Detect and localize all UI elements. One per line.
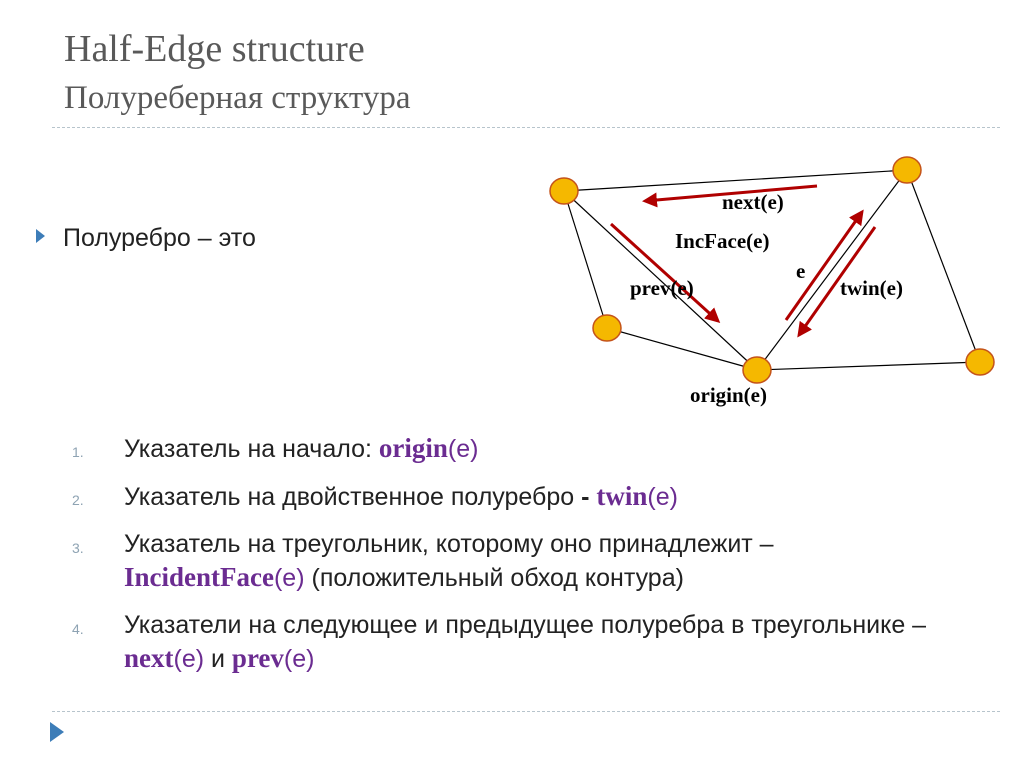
- slide-title: Half-Edge structure: [64, 28, 365, 70]
- mesh-vertices: [549, 156, 995, 384]
- list-item: 4. Указатели на следующее и предыдущее п…: [72, 609, 932, 676]
- vertex: [892, 156, 922, 184]
- item-text: Указатель на треугольник, которому оно п…: [124, 530, 774, 558]
- bullet-text: Полуребро – это: [63, 224, 256, 252]
- mesh-edge: [756, 169, 908, 371]
- mesh-edge: [906, 169, 981, 363]
- label-e: e: [796, 259, 805, 283]
- label-next: next(e): [722, 190, 784, 214]
- label-prev: prev(e): [630, 276, 694, 300]
- keyword-arg: (e): [283, 645, 315, 673]
- keyword-next: next: [124, 643, 174, 673]
- list-number: 4.: [72, 621, 84, 637]
- keyword-origin: origin: [378, 433, 448, 463]
- list-number: 2.: [72, 492, 84, 508]
- item-dash: -: [581, 483, 597, 511]
- list-number: 1.: [72, 444, 84, 460]
- keyword-arg: (e): [173, 645, 205, 673]
- bullet-item: Полуребро – это: [36, 222, 256, 254]
- next-slide-icon[interactable]: [50, 722, 64, 742]
- mesh-edge: [563, 169, 908, 192]
- half-edge-arrows: [609, 184, 877, 338]
- e-arrow: [784, 209, 864, 321]
- definition-list: 1. Указатель на начало: origin(e) 2. Ука…: [72, 432, 932, 690]
- keyword-twin: twin: [596, 481, 648, 511]
- keyword-arg: (e): [647, 483, 678, 511]
- list-number: 3.: [72, 540, 84, 556]
- twin-arrow: [797, 226, 877, 338]
- item-text: Указатели на следующее и предыдущее полу…: [124, 611, 927, 639]
- vertex: [965, 348, 995, 376]
- label-origin: origin(e): [690, 383, 767, 407]
- item-middle: и: [204, 645, 232, 673]
- mesh-edge: [563, 190, 608, 329]
- label-incface: IncFace(e): [675, 229, 769, 253]
- slide-subtitle: Полуреберная структура: [64, 80, 411, 116]
- list-item: 2. Указатель на двойственное полуребро -…: [72, 480, 932, 514]
- mesh-edge: [756, 361, 981, 371]
- mesh-edge: [606, 327, 758, 371]
- keyword-arg: (e): [447, 435, 479, 463]
- list-item: 1. Указатель на начало: origin(e): [72, 432, 932, 466]
- label-twin: twin(e): [840, 276, 903, 300]
- vertex: [592, 314, 622, 342]
- keyword-prev: prev: [231, 643, 284, 673]
- keyword-arg: (e): [273, 564, 305, 592]
- vertex: [742, 356, 772, 384]
- footer-divider: [52, 711, 1000, 712]
- mesh-edge: [563, 190, 758, 371]
- prev-arrow: [609, 222, 721, 324]
- list-item: 3. Указатель на треугольник, которому он…: [72, 528, 932, 595]
- item-text: Указатель на начало:: [124, 435, 379, 463]
- next-arrow: [642, 184, 818, 208]
- bullet-arrow-icon: [36, 229, 45, 243]
- item-suffix: (положительный обход контура): [304, 564, 684, 592]
- mesh-edges: [563, 169, 981, 371]
- vertex: [549, 177, 579, 205]
- title-divider: [52, 127, 1000, 128]
- half-edge-diagram: next(e) IncFace(e) e prev(e) twin(e) ori…: [549, 156, 995, 407]
- keyword-incidentface: IncidentFace: [124, 562, 274, 592]
- item-text: Указатель на двойственное полуребро: [124, 483, 582, 511]
